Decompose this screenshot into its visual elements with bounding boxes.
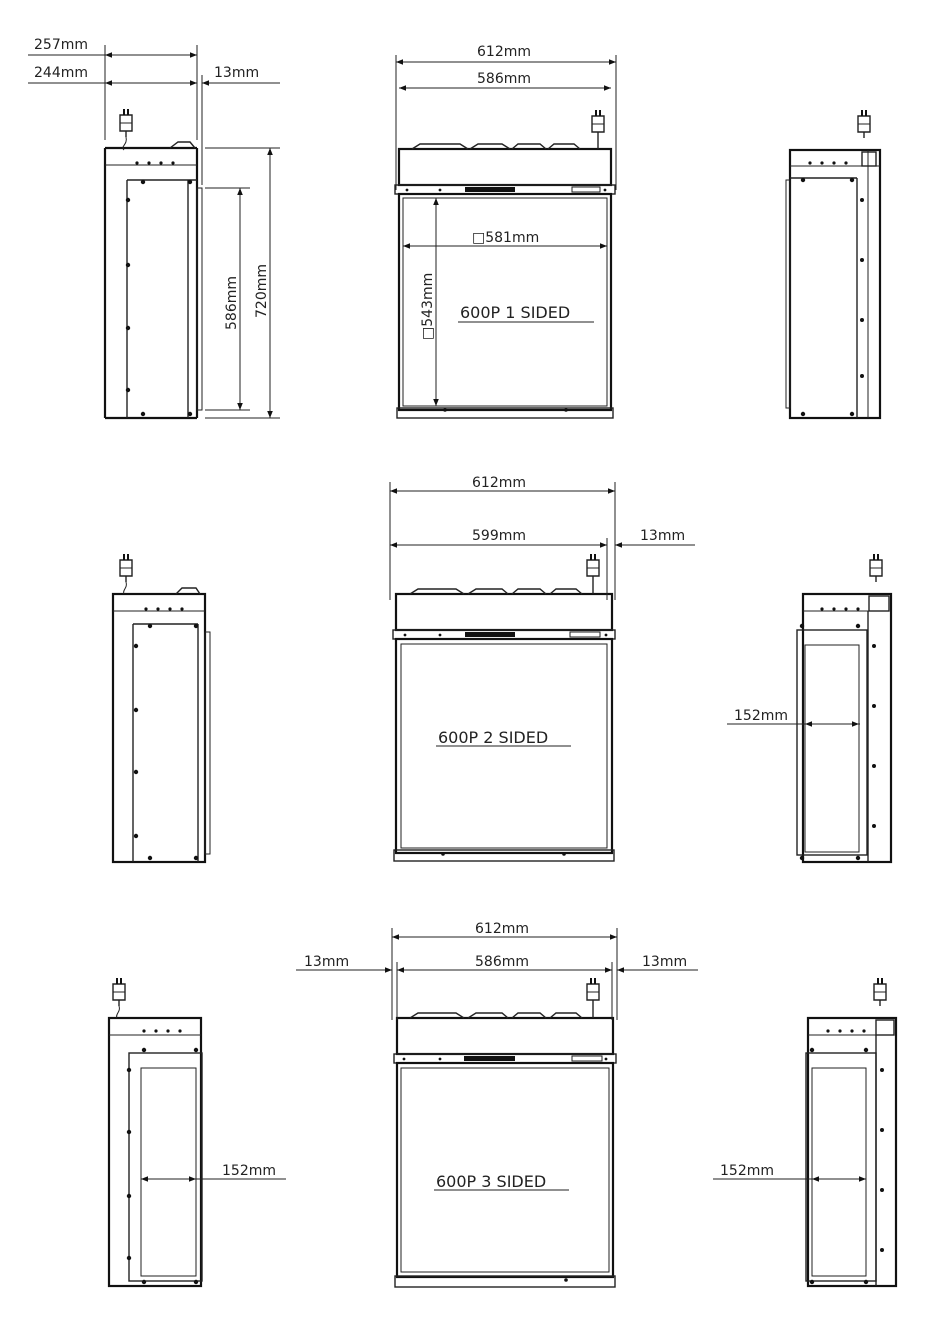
row3-model-label: 600P 3 SIDED	[436, 1172, 546, 1191]
dim-152-row3-left: 152mm	[222, 1163, 276, 1179]
dim-13-row3-left: 13mm	[304, 954, 349, 970]
row3-side-dimensions-left: 152mm	[141, 1163, 286, 1182]
dim-599: 599mm	[472, 528, 526, 544]
row3-side-dimensions-right: 152mm	[713, 1163, 866, 1182]
dim-543: □543mm	[420, 273, 436, 340]
row3-side-view-left	[107, 977, 203, 1288]
row2-front-view	[392, 553, 616, 862]
dim-586-vertical: 586mm	[224, 276, 240, 330]
dim-586-row3: 586mm	[475, 954, 529, 970]
row3-front-dimensions: 612mm 586mm 13mm 13mm 600P 3 SIDED	[296, 921, 698, 1191]
dim-720: 720mm	[254, 264, 270, 318]
row1-model-label: 600P 1 SIDED	[460, 303, 570, 322]
dim-13-row2: 13mm	[640, 528, 685, 544]
dim-244: 244mm	[34, 65, 88, 81]
dim-586: 586mm	[477, 71, 531, 87]
dim-152-row3-right: 152mm	[720, 1163, 774, 1179]
dim-612: 612mm	[477, 44, 531, 60]
dim-257: 257mm	[34, 37, 88, 53]
row1-side-dimensions: 257mm 244mm 13mm 586mm 720mm	[28, 37, 280, 419]
dim-13-row3-right: 13mm	[642, 954, 687, 970]
row1-front-view	[394, 109, 616, 419]
row2-side-view-left	[111, 553, 211, 864]
dim-152-row2: 152mm	[734, 708, 788, 724]
row3-side-view-right	[805, 977, 898, 1288]
row2-model-label: 600P 2 SIDED	[438, 728, 548, 747]
row1-side-view-left	[103, 108, 203, 420]
row2-front-dimensions: 612mm 599mm 13mm 600P 2 SIDED	[389, 475, 695, 747]
dim-581: □581mm	[472, 230, 539, 246]
dim-612-row2: 612mm	[472, 475, 526, 491]
row1-side-view-right	[785, 109, 882, 420]
row2-side-dimensions: 152mm	[727, 708, 860, 727]
dim-13: 13mm	[214, 65, 259, 81]
row3-front-view	[393, 977, 617, 1288]
dim-612-row3: 612mm	[475, 921, 529, 937]
row2-side-view-right	[796, 553, 893, 864]
row1-front-dimensions: 612mm 586mm □581mm □543mm 600P 1 SIDED	[395, 44, 617, 406]
